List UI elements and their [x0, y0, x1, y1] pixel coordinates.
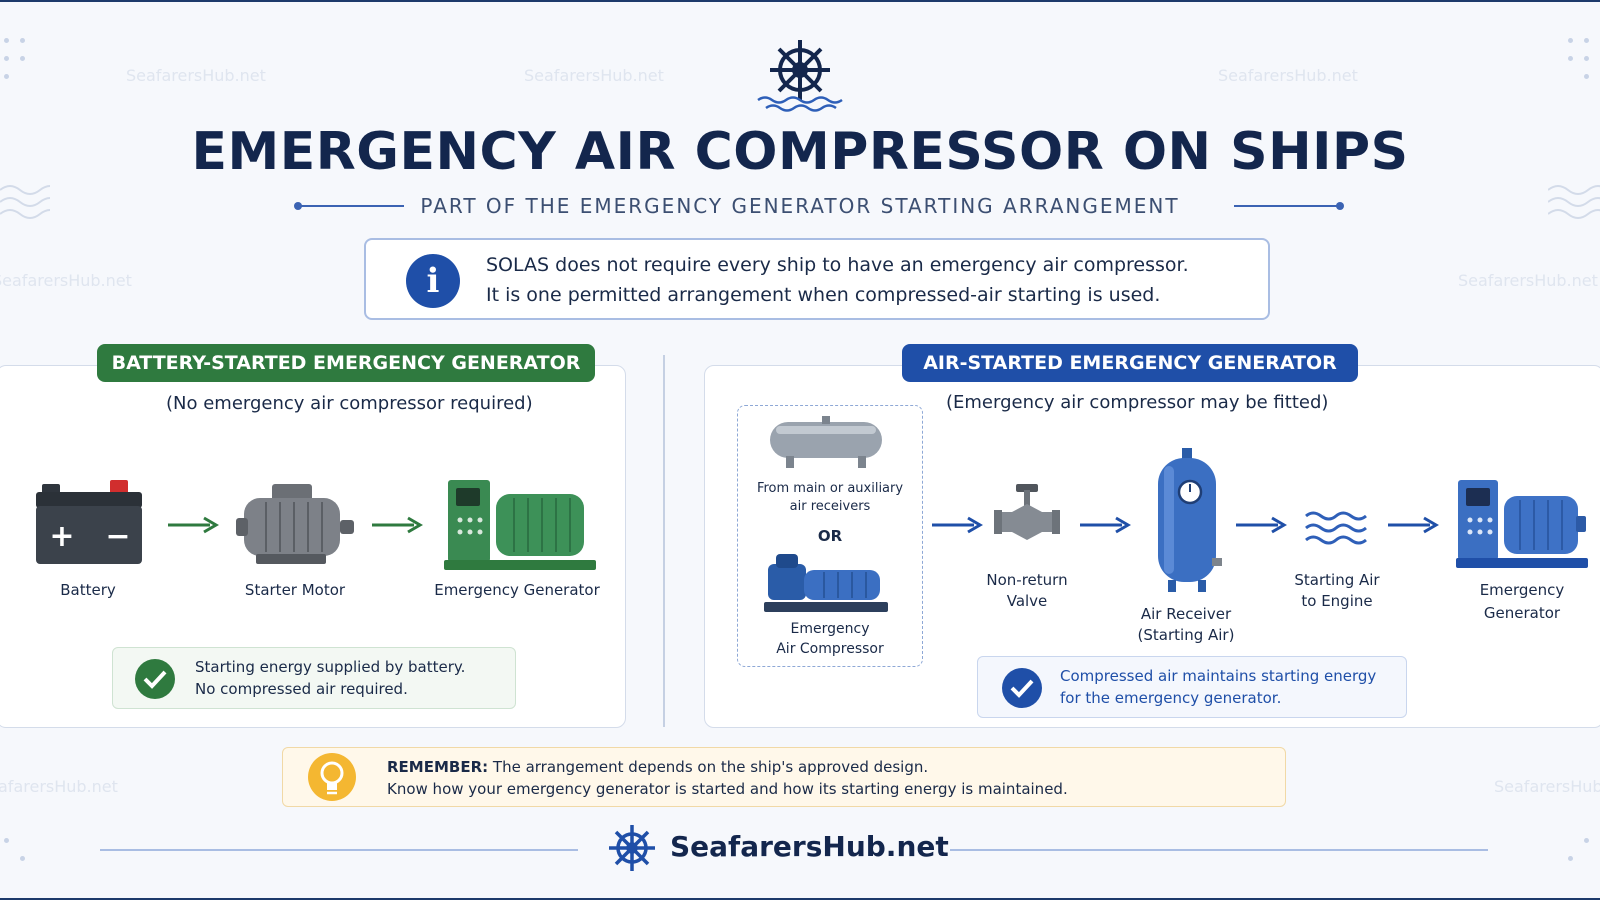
air-source-box: From main or auxiliary air receivers OR … — [737, 405, 923, 667]
info-line-1: SOLAS does not require every ship to hav… — [486, 254, 1189, 276]
starting-air-label-2: to Engine — [1301, 592, 1373, 610]
emergency-generator-icon — [444, 480, 596, 570]
valve-label-1: Non-return — [986, 571, 1068, 589]
battery-label: Battery — [60, 581, 116, 599]
receivers-label-1: From main or auxiliary — [756, 481, 904, 496]
watermark: SeafarersHub.net — [1458, 271, 1598, 290]
footer-brand: SeafarersHub.net — [670, 830, 949, 863]
air-flow-waves-icon — [1305, 511, 1367, 545]
remember-line-1: The arrangement depends on the ship's ap… — [492, 758, 929, 776]
footer-rule-right — [950, 849, 1488, 851]
compressor-label-1: Emergency — [790, 621, 870, 637]
decor-dots — [4, 838, 34, 878]
decor-waves — [0, 185, 50, 219]
remember-line-2: Know how your emergency generator is sta… — [387, 780, 1068, 798]
svg-text:+: + — [49, 519, 74, 554]
battery-message-box: Starting energy supplied by battery. No … — [112, 647, 516, 709]
ship-wheel-icon — [609, 825, 655, 871]
panel-divider — [663, 355, 665, 727]
arrow-right-icon — [372, 516, 423, 534]
starting-air-label-1: Starting Air — [1294, 571, 1380, 589]
or-label: OR — [817, 527, 843, 545]
svg-text:−: − — [105, 519, 130, 554]
non-return-valve-icon — [994, 484, 1060, 540]
air-panel-tag: AIR-STARTED EMERGENCY GENERATOR — [902, 344, 1358, 382]
subtitle-rule-right — [1234, 205, 1340, 207]
starter-motor-label: Starter Motor — [244, 581, 346, 599]
decor-waves — [1548, 185, 1600, 219]
remember-callout: REMEMBER: The arrangement depends on the… — [282, 747, 1286, 807]
arrow-right-icon — [1236, 516, 1287, 534]
watermark: SeafarersHub.net — [524, 66, 664, 85]
subtitle-dot — [294, 202, 302, 210]
watermark: SeafarersHub.net — [0, 271, 132, 290]
air-generator-label-2: Generator — [1483, 604, 1561, 622]
battery-panel-note: (No emergency air compressor required) — [166, 393, 533, 414]
valve-label-2: Valve — [1006, 592, 1048, 610]
arrow-right-icon — [1080, 516, 1131, 534]
check-circle-icon — [1002, 668, 1042, 708]
decor-dots — [1568, 38, 1598, 79]
page-title: EMERGENCY AIR COMPRESSOR ON SHIPS — [191, 122, 1409, 182]
bottom-border — [0, 898, 1600, 900]
air-receiver-tank-icon — [770, 416, 882, 468]
battery-message-line-2: No compressed air required. — [195, 680, 408, 698]
info-line-2: It is one permitted arrangement when com… — [486, 284, 1161, 306]
receiver-label-2: (Starting Air) — [1137, 626, 1235, 644]
info-callout: i SOLAS does not require every ship to h… — [364, 238, 1270, 320]
receiver-label-1: Air Receiver — [1140, 605, 1232, 623]
battery-message-line-1: Starting energy supplied by battery. — [195, 658, 466, 676]
decor-dots — [1568, 838, 1598, 878]
air-message-line-1: Compressed air maintains starting energy — [1060, 667, 1377, 685]
air-generator-label-1: Emergency — [1479, 581, 1565, 599]
air-panel-note: (Emergency air compressor may be fitted) — [946, 392, 1329, 413]
air-message-box: Compressed air maintains starting energy… — [977, 656, 1407, 718]
decor-dots — [4, 38, 34, 79]
receivers-label-2: air receivers — [789, 499, 871, 514]
battery-icon: + − — [36, 480, 142, 564]
arrow-right-icon — [1388, 516, 1439, 534]
watermark: SeafarersHub.net — [0, 777, 118, 796]
starter-motor-icon — [236, 484, 354, 564]
info-icon: i — [406, 254, 460, 308]
watermark: SeafarersHub.net — [126, 66, 266, 85]
air-message-line-2: for the emergency generator. — [1060, 689, 1282, 707]
arrow-right-icon — [932, 516, 983, 534]
subtitle-dot — [1336, 202, 1344, 210]
air-compressor-icon — [764, 554, 888, 612]
footer-rule-left — [100, 849, 578, 851]
air-started-generator-icon — [1456, 480, 1588, 568]
battery-panel-tag: BATTERY-STARTED EMERGENCY GENERATOR — [97, 344, 595, 382]
watermark: SeafarersHub.net — [1218, 66, 1358, 85]
emergency-generator-label: Emergency Generator — [434, 581, 600, 599]
lightbulb-icon — [308, 753, 356, 801]
air-receiver-icon — [1158, 448, 1222, 592]
remember-label: REMEMBER: — [387, 758, 489, 776]
ship-wheel-icon — [757, 40, 843, 112]
subtitle-rule-left — [298, 205, 404, 207]
check-circle-icon — [135, 659, 175, 699]
watermark: SeafarersHub.net — [1494, 777, 1600, 796]
page-subtitle: PART OF THE EMERGENCY GENERATOR STARTING… — [420, 194, 1180, 218]
compressor-label-2: Air Compressor — [776, 641, 884, 657]
top-border — [0, 0, 1600, 2]
arrow-right-icon — [168, 516, 219, 534]
